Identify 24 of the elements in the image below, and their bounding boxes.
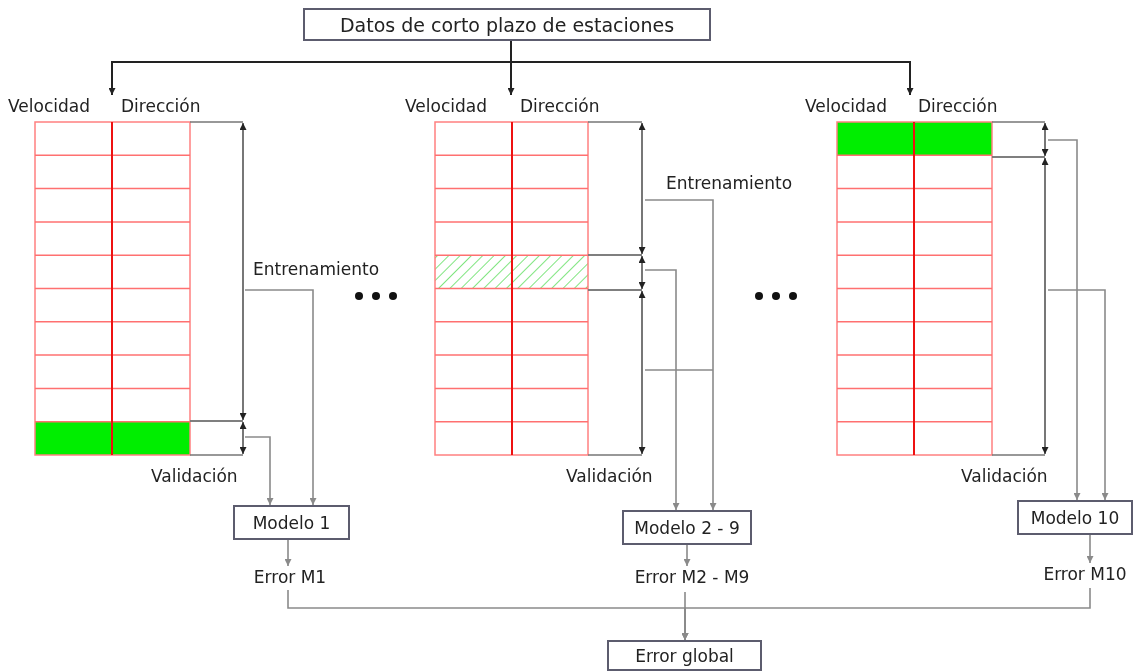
node-label: Error M1 bbox=[250, 566, 330, 590]
column-header: Dirección bbox=[520, 95, 600, 117]
process-box: Modelo 2 - 9 bbox=[622, 510, 752, 545]
arrow bbox=[644, 269, 680, 511]
arrow bbox=[1047, 289, 1109, 501]
process-box: Modelo 1 bbox=[233, 505, 350, 540]
arrow bbox=[1086, 534, 1094, 564]
node-label: Error M10 bbox=[1036, 563, 1134, 588]
arrow bbox=[244, 436, 274, 506]
node-label: Error M2 - M9 bbox=[623, 566, 761, 592]
arrow bbox=[683, 544, 691, 567]
column-header: Dirección bbox=[121, 95, 201, 117]
column-header: Velocidad bbox=[8, 95, 90, 117]
arrow bbox=[681, 587, 1091, 641]
process-box: Modelo 10 bbox=[1017, 500, 1133, 535]
arrow bbox=[284, 539, 292, 567]
arrow bbox=[244, 289, 317, 506]
arrow bbox=[644, 199, 717, 511]
process-box: Error global bbox=[607, 640, 762, 671]
column-header: Velocidad bbox=[805, 95, 887, 117]
process-box: Datos de corto plazo de estaciones bbox=[303, 8, 711, 41]
column-header: Dirección bbox=[918, 95, 998, 117]
column-header: Velocidad bbox=[405, 95, 487, 117]
arrow bbox=[1047, 139, 1081, 501]
